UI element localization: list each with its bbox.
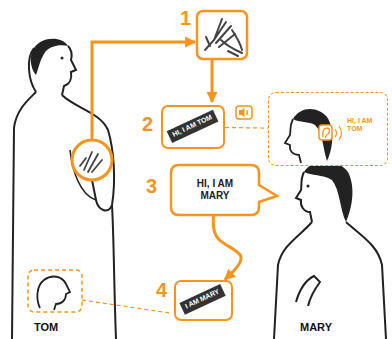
- tom-eye: [61, 57, 64, 60]
- display-band: I AM MARY: [179, 284, 225, 314]
- device-box: HI, I AM TOM: [161, 105, 225, 149]
- tom-head: [29, 46, 76, 95]
- tom-hair: [31, 39, 68, 75]
- listener-face: [285, 119, 301, 163]
- device-box: I AM MARY: [174, 280, 233, 321]
- display-text: HI, I AM TOM: [167, 110, 218, 143]
- ear-icon: [323, 128, 330, 138]
- hand-highlight: [72, 140, 112, 180]
- person-name: TOM: [34, 322, 58, 333]
- tom-hand: [80, 152, 102, 172]
- callout-number: 1: [180, 8, 191, 28]
- display-band: HI, I AM TOM: [167, 110, 218, 143]
- speech-text: HI, I AM MARY: [183, 178, 247, 202]
- mary-eye: [307, 185, 310, 188]
- heard-text: HI, I AM TOM: [347, 117, 383, 134]
- listener-face: [269, 93, 386, 164]
- speaker-icon: [239, 108, 245, 117]
- mary-body: [274, 222, 386, 339]
- callout-number: 4: [156, 280, 167, 300]
- ear-icon: [319, 125, 332, 140]
- sign-hand: [205, 19, 235, 50]
- tom-arm: [62, 95, 114, 210]
- tom-body: [112, 205, 116, 339]
- flow-arrow: [211, 60, 214, 102]
- tom-face: [37, 277, 70, 310]
- connector: [213, 215, 241, 280]
- display-text: I AM MARY: [179, 284, 225, 314]
- zoom-callout: HI, I AM TOM: [268, 92, 388, 166]
- speaker-icon: [236, 106, 252, 119]
- leader-line: [82, 300, 170, 313]
- person-name: MARY: [300, 322, 332, 333]
- callout-number: 3: [146, 176, 157, 196]
- sound-waves: [335, 126, 342, 140]
- face-callout: [28, 270, 82, 312]
- callout-number: 2: [142, 114, 153, 134]
- listener-hair: [293, 109, 332, 161]
- sign-hand: [221, 30, 242, 56]
- mary-hair: [304, 162, 352, 223]
- sign-box: [197, 11, 247, 59]
- tom-arm: [70, 150, 96, 200]
- speech-bubble: HI, I AM MARY: [171, 165, 259, 215]
- bubble-outline: [171, 165, 277, 215]
- connector: [225, 127, 268, 129]
- mary-hand: [296, 276, 320, 306]
- speaker-icon: [247, 110, 248, 115]
- mary-head: [296, 172, 312, 222]
